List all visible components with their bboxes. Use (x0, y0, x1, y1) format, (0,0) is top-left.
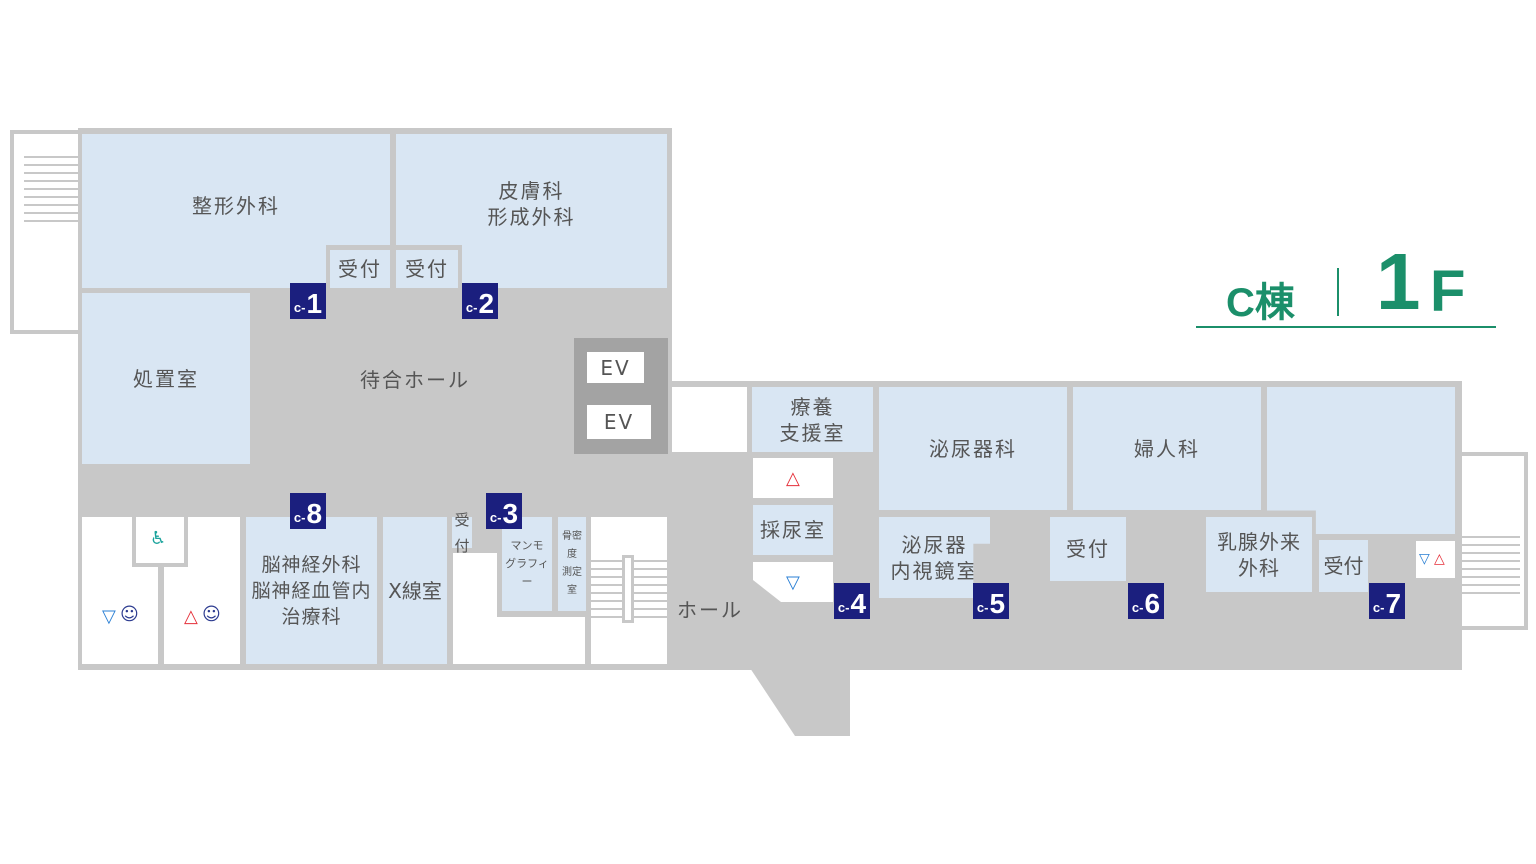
room-care-support[interactable]: 療養 支援室 (752, 387, 873, 452)
stairs-left-steps (24, 152, 78, 222)
badge-prefix: c- (465, 300, 478, 315)
storage (672, 387, 747, 452)
badge-prefix: c- (1131, 600, 1144, 615)
room-xray[interactable]: X線室 (383, 517, 447, 664)
stairs-rail (622, 555, 634, 623)
badge-c1[interactable]: c-1 (290, 283, 326, 319)
room-mammography[interactable]: マンモ グラフィー (502, 517, 552, 611)
elevator-1[interactable]: EV (587, 352, 644, 383)
room-neurosurgery[interactable]: 脳神経外科 脳神経血管内 治療科 (246, 517, 377, 664)
female-icon: △ (1434, 551, 1445, 567)
stairs-left (10, 130, 80, 334)
badge-c7[interactable]: c-7 (1369, 583, 1405, 619)
badge-number: 4 (850, 588, 867, 619)
badge-number: 6 (1144, 588, 1161, 619)
male-icon: ▽ (786, 572, 800, 593)
badge-prefix: c- (837, 600, 850, 615)
title-divider (1337, 268, 1339, 316)
room-bone-density[interactable]: 骨密度 測定室 (558, 517, 586, 611)
waiting-hall: 待合ホール (360, 368, 470, 392)
restroom-east[interactable] (1416, 541, 1455, 578)
badge-prefix: c- (976, 600, 989, 615)
storage (453, 617, 585, 664)
floor-number: 1 (1376, 237, 1421, 326)
room-orthopedics[interactable]: 整形外科 (82, 134, 390, 288)
badge-number: 7 (1385, 588, 1402, 619)
badge-c2[interactable]: c-2 (462, 283, 498, 319)
restroom-accessible[interactable] (132, 513, 188, 567)
room-urine[interactable]: 採尿室 (753, 505, 833, 555)
badge-prefix: c- (293, 510, 306, 525)
badge-c4[interactable]: c-4 (834, 583, 870, 619)
storage (453, 553, 497, 617)
room-endoscopy[interactable]: 泌尿器 内視鏡室 (879, 517, 990, 598)
badge-c5[interactable]: c-5 (973, 583, 1009, 619)
female-icon: △ (184, 606, 198, 627)
badge-prefix: c- (489, 510, 502, 525)
badge-number: 3 (502, 498, 519, 529)
entrance-ramp (750, 668, 850, 736)
baby-icon: ☺ (202, 604, 221, 625)
badge-c8[interactable]: c-8 (290, 493, 326, 529)
elevator-2[interactable]: EV (587, 405, 651, 439)
room-gynecology[interactable]: 婦人科 (1073, 387, 1261, 510)
reception-6[interactable]: 受付 (1050, 517, 1126, 581)
room-urology[interactable]: 泌尿器科 (879, 387, 1067, 510)
building-label: C棟 (1226, 281, 1295, 325)
badge-number: 8 (306, 498, 323, 529)
badge-number: 1 (306, 288, 323, 319)
reception-1[interactable]: 受付 (330, 250, 390, 288)
restroom-women-east[interactable] (753, 458, 833, 498)
badge-prefix: c- (293, 300, 306, 315)
male-icon: ▽ (1419, 551, 1430, 567)
hall: ホール (677, 598, 743, 622)
reception-2[interactable]: 受付 (396, 250, 458, 288)
badge-prefix: c- (1372, 600, 1385, 615)
badge-number: 2 (478, 288, 495, 319)
reception-7[interactable]: 受付 (1319, 540, 1368, 592)
floor-unit: F (1430, 259, 1466, 324)
wheelchair-icon: ♿ (150, 528, 167, 549)
baby-icon: ☺ (120, 604, 139, 625)
room-breast-surgery[interactable]: 乳腺外来 外科 (1206, 517, 1312, 592)
badge-c3[interactable]: c-3 (486, 493, 522, 529)
room-treatment[interactable]: 処置室 (82, 293, 250, 464)
female-icon: △ (786, 468, 800, 489)
stairs-right (1458, 452, 1528, 630)
title-underline (1196, 326, 1496, 328)
male-icon: ▽ (102, 606, 116, 627)
badge-c6[interactable]: c-6 (1128, 583, 1164, 619)
reception-3[interactable]: 受付 (452, 511, 472, 555)
stairs-right-steps (1458, 530, 1520, 594)
room-unlabeled[interactable] (1267, 387, 1455, 534)
badge-number: 5 (989, 588, 1006, 619)
